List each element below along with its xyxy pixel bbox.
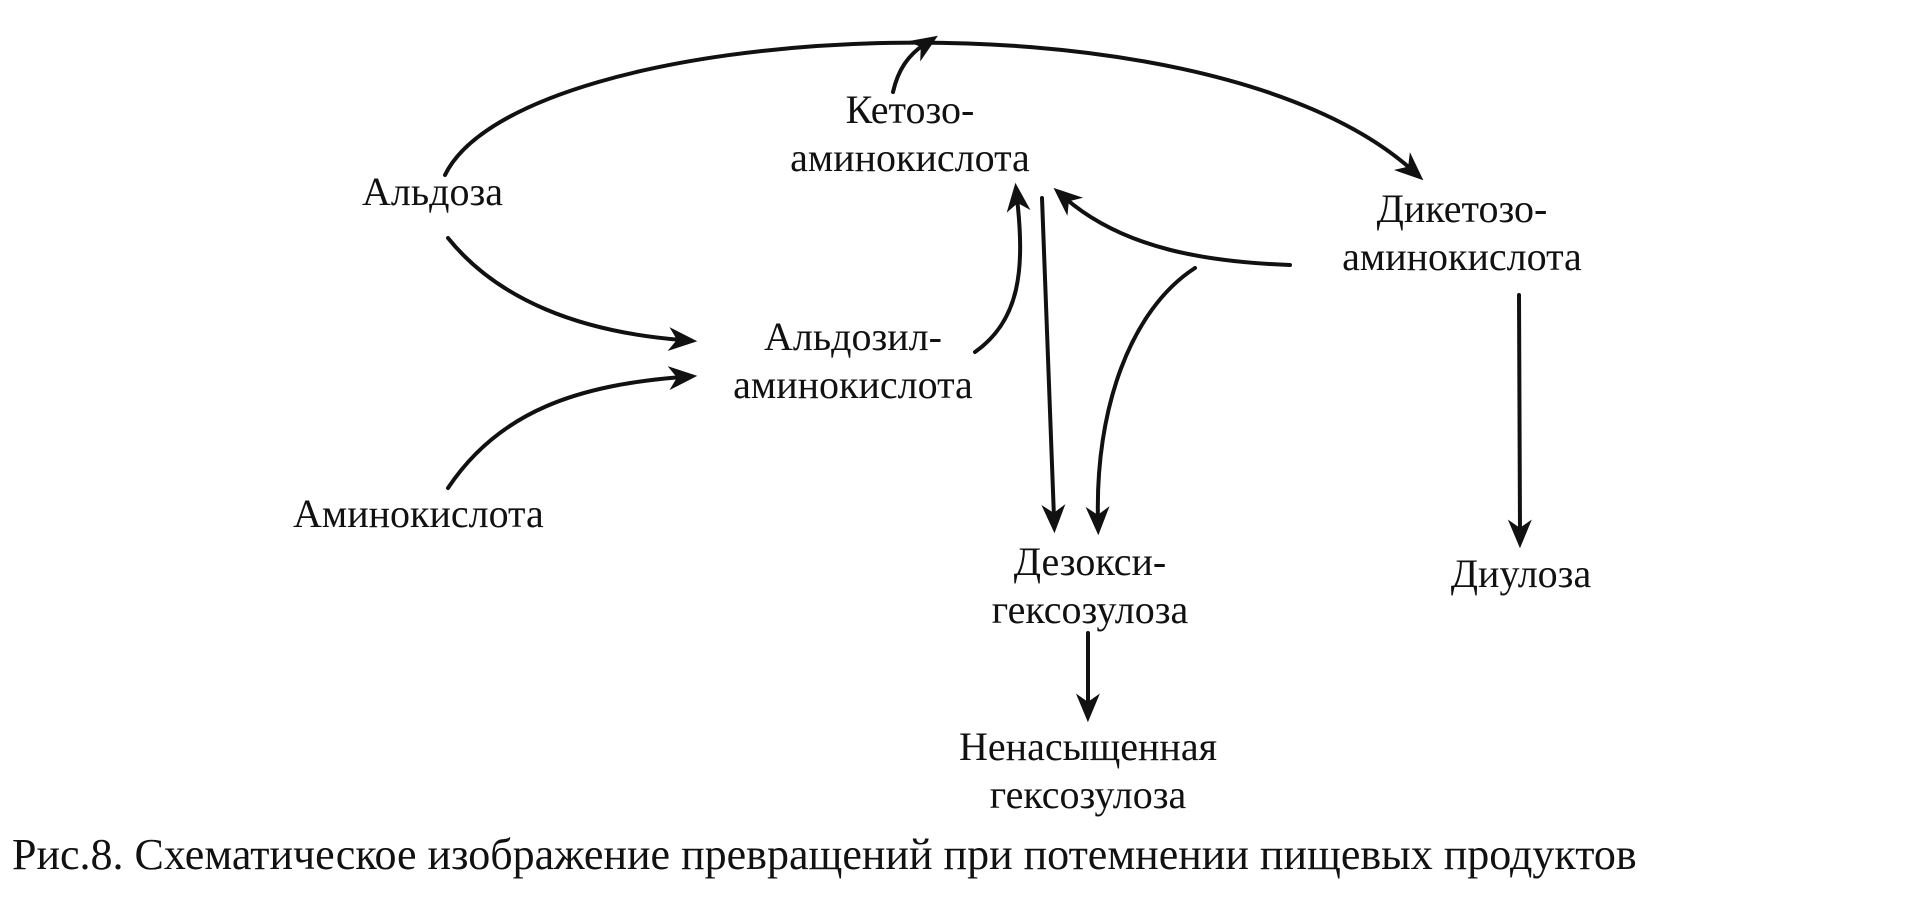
node-amino-acid-label: Аминокислота	[293, 491, 544, 536]
arrow-diketose-to-deoxy	[1085, 266, 1197, 536]
node-aldosyl-amino-acid: Альдозил- аминокислота	[733, 313, 973, 409]
node-unsaturated-hexosulose: Ненасыщенная гексозулоза	[959, 723, 1217, 819]
node-deoxy-line1: Дезокси-	[1013, 539, 1167, 584]
arrow-diketose-to-diulose	[1507, 293, 1532, 549]
node-unsaturated-line2: гексозулоза	[989, 772, 1187, 817]
node-aldosyl-line1: Альдозил-	[764, 314, 942, 359]
arrow-aldose-to-aldosyl	[446, 236, 698, 351]
node-diketose-amino-acid: Дикетозо- аминокислота	[1342, 185, 1582, 281]
arrow-ketose-to-arc	[891, 35, 938, 94]
node-diketose-line1: Дикетозо-	[1376, 186, 1548, 231]
arrow-ketose-to-deoxy	[1040, 196, 1066, 534]
arrow-aldose-to-diketose	[443, 40, 1424, 181]
node-aldose-label: Альдоза	[362, 169, 503, 214]
node-ketose-amino-acid: Кетозо- аминокислота	[790, 86, 1030, 182]
arrow-diketose-to-ketose	[1053, 187, 1292, 267]
node-ketose-line1: Кетозо-	[845, 87, 975, 132]
figure-caption: Рис.8. Схематическое изображение превращ…	[12, 830, 1637, 879]
arrow-aldosyl-to-ketose	[973, 182, 1031, 354]
node-aldosyl-line2: аминокислота	[733, 362, 973, 407]
arrow-aminoacid-to-aldosyl	[446, 366, 698, 490]
node-diketose-line2: аминокислота	[1342, 234, 1582, 279]
node-aldose: Альдоза	[362, 168, 503, 216]
node-deoxyhexosulose: Дезокси- гексозулоза	[992, 538, 1189, 634]
node-diulose: Диулоза	[1451, 550, 1591, 598]
node-deoxy-line2: гексозулоза	[991, 587, 1189, 632]
node-amino-acid: Аминокислота	[293, 490, 544, 538]
node-diulose-label: Диулоза	[1450, 551, 1592, 596]
node-ketose-line2: аминокислота	[790, 135, 1030, 180]
node-unsaturated-line1: Ненасыщенная	[959, 724, 1217, 769]
